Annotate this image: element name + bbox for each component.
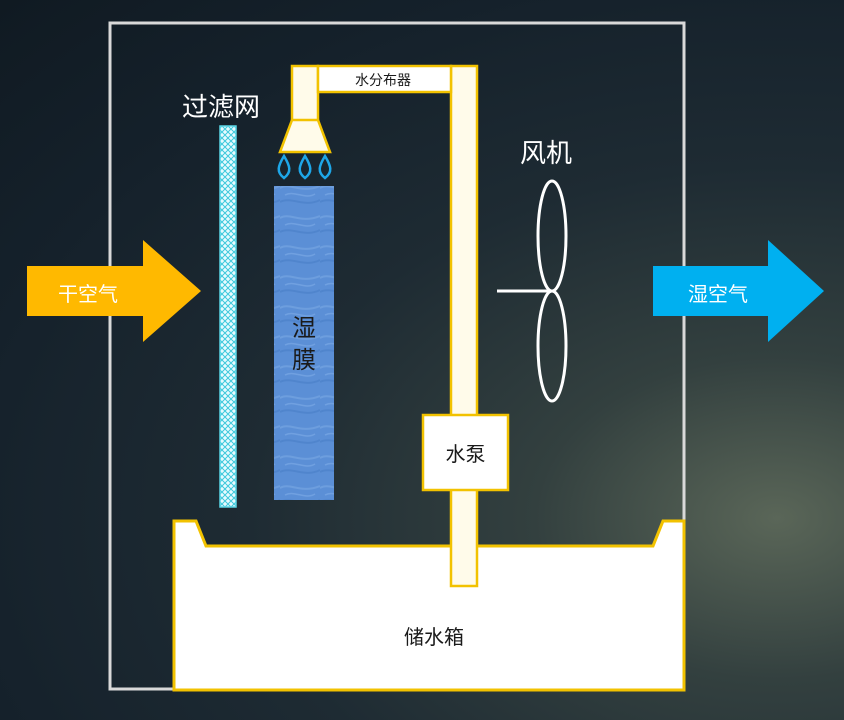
wet-membrane (274, 186, 334, 500)
fan-label: 风机 (520, 139, 573, 169)
riser-pipe (449, 64, 479, 588)
wet-membrane-label: 湿膜 (292, 314, 316, 374)
tank-label: 储水箱 (404, 625, 464, 649)
nozzle-pipe (290, 64, 320, 124)
pump-label: 水泵 (445, 442, 486, 466)
fan-icon (497, 179, 568, 403)
humid-air-arrow-right-icon (653, 240, 824, 342)
pump-box (421, 413, 510, 492)
filter-label: 过滤网 (182, 93, 261, 123)
dry-air-arrow-right-icon (27, 240, 201, 342)
dry-air-label: 干空气 (58, 282, 118, 306)
nozzle (278, 118, 332, 154)
water-distributor-label: 水分布器 (355, 73, 411, 89)
water-distributor-pipe (316, 64, 453, 94)
humid-air-label: 湿空气 (688, 282, 748, 306)
water-drop-icon (277, 153, 332, 180)
water-tank (172, 519, 686, 692)
filter-mesh (219, 125, 237, 508)
